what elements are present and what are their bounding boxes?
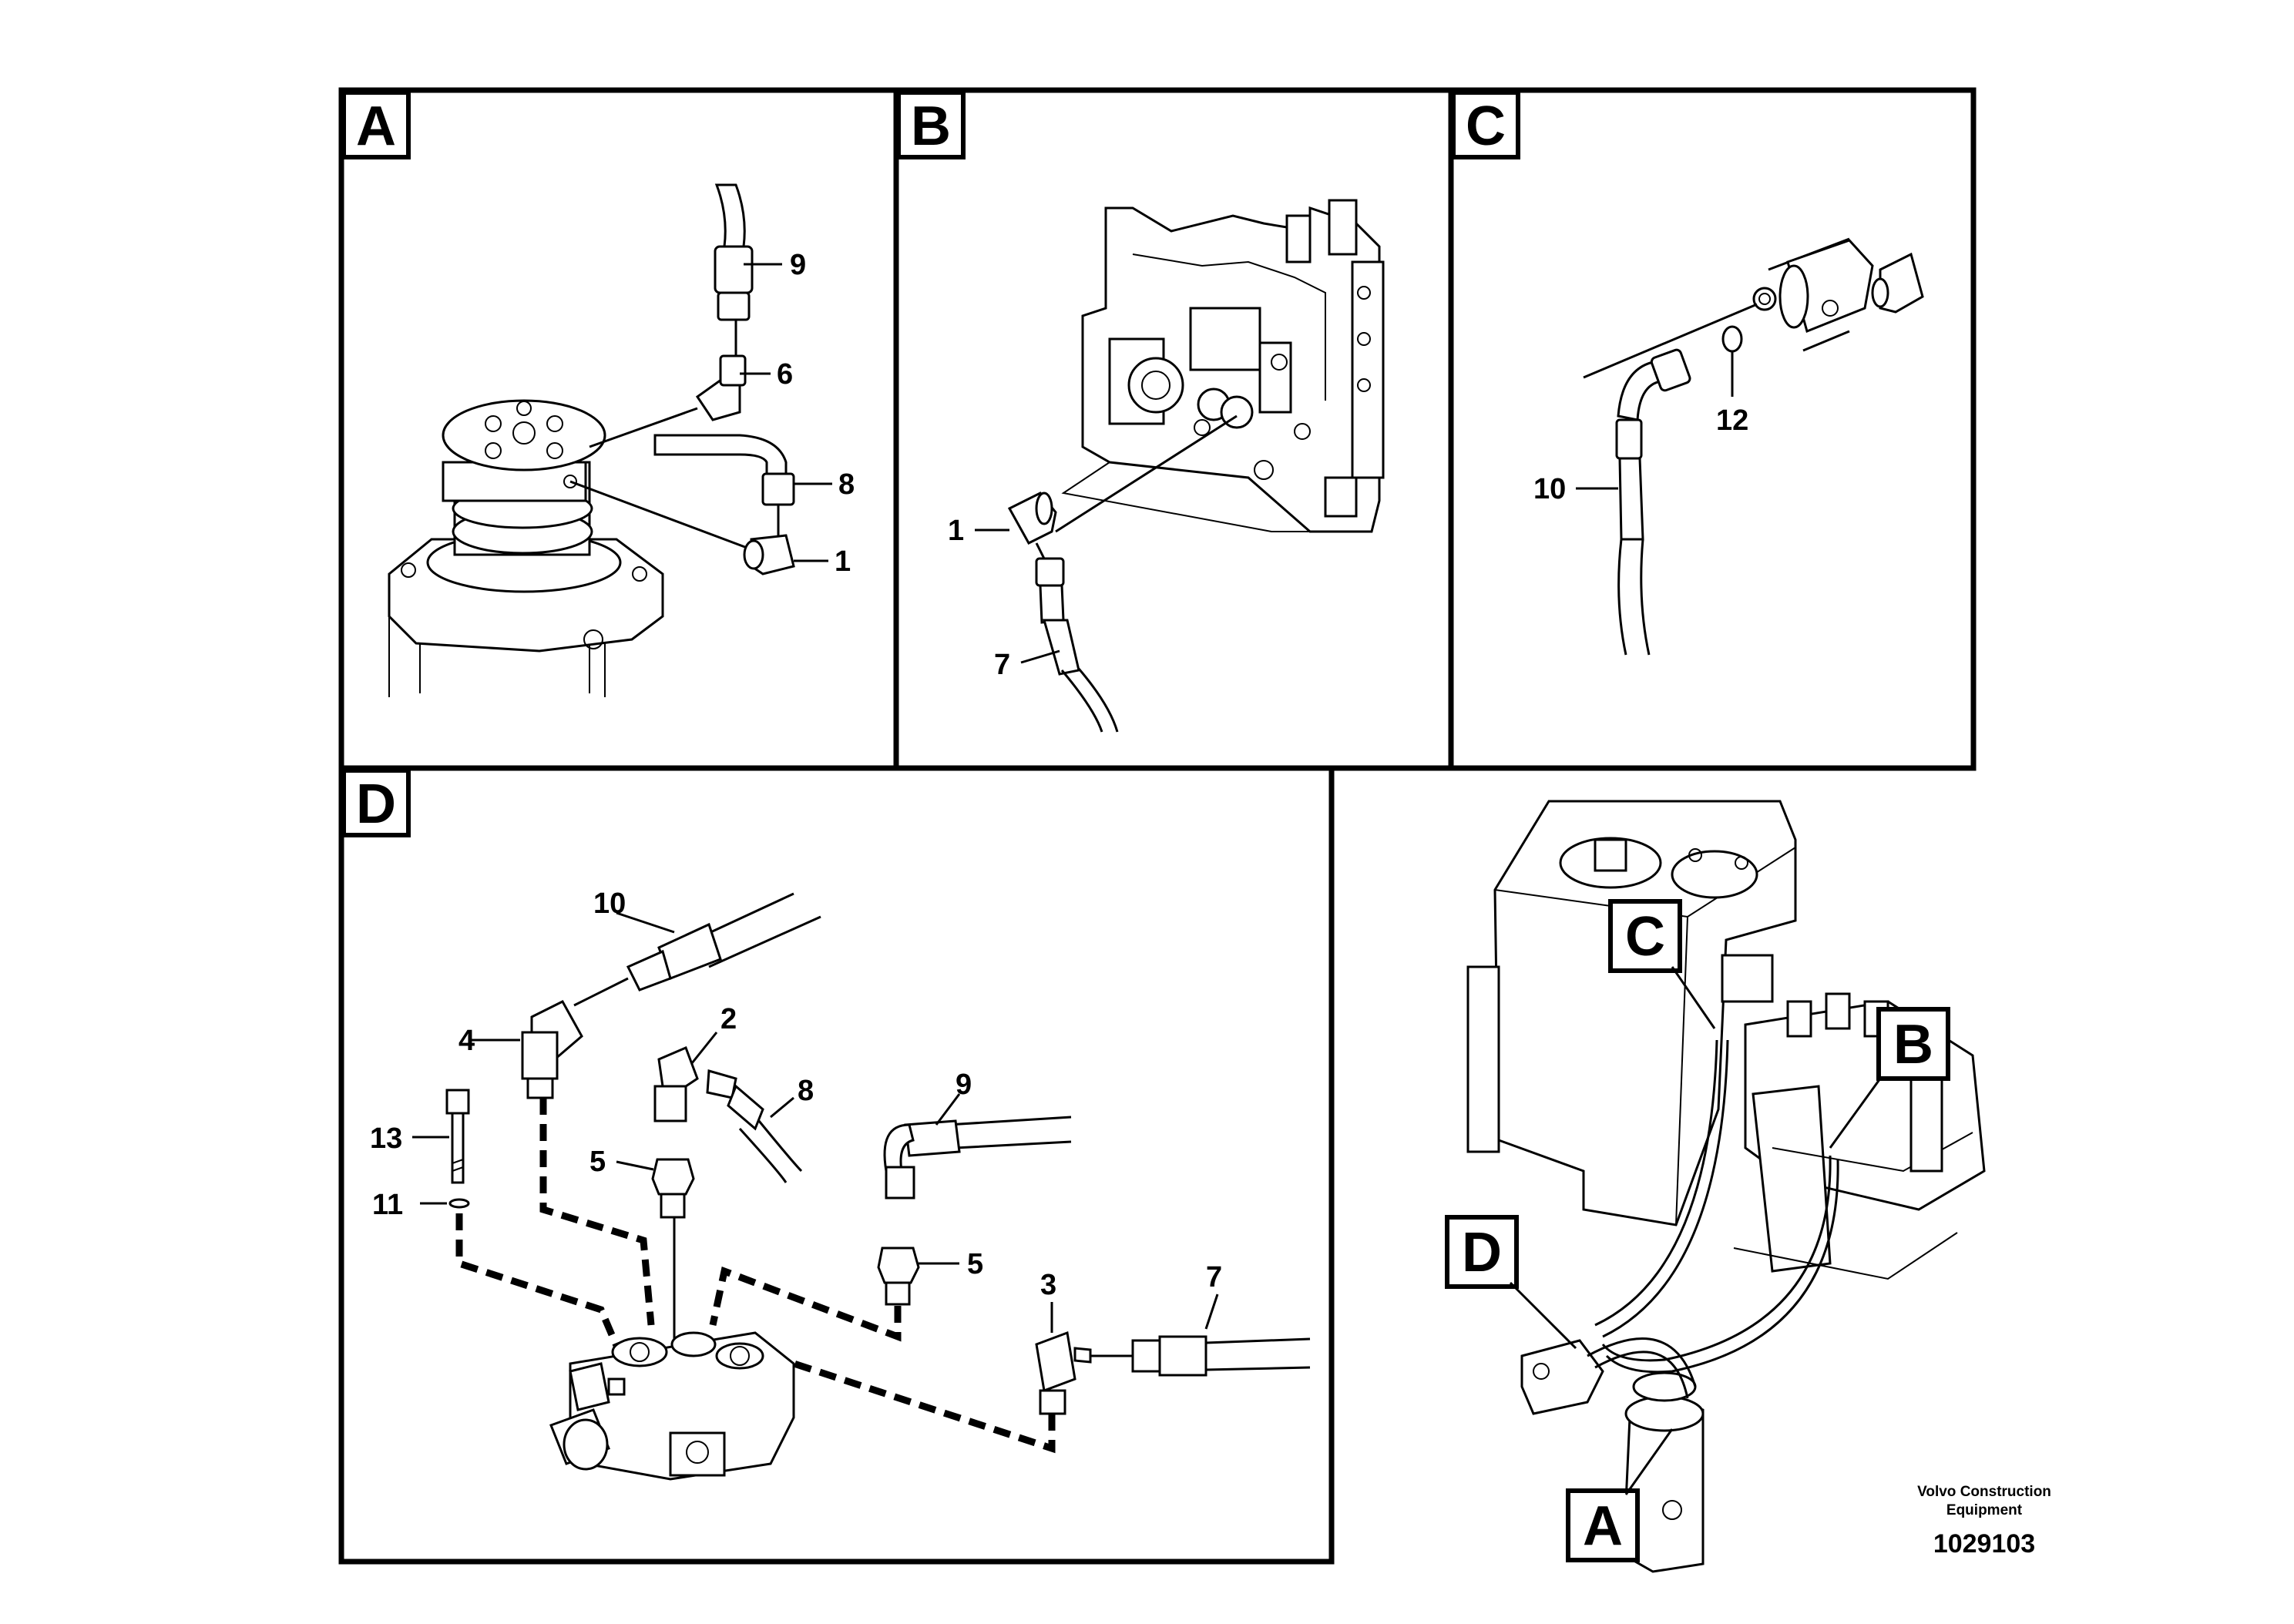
callout-d-11: 11 [372,1189,403,1221]
panel-a-drawing: 9 6 8 1 [388,183,855,697]
callout-d-5a: 5 [589,1146,606,1178]
callout-d-7: 7 [1206,1261,1222,1293]
figure-number: 1029103 [1933,1529,2035,1559]
panel-d-letter: D [356,773,396,835]
overview-marker-c: C [1625,906,1665,968]
company-name-line1: Volvo Construction [1917,1484,2051,1500]
company-name-line2: Equipment [1946,1502,2023,1518]
callout-d-13: 13 [370,1122,402,1155]
panel-a-tag: A [341,90,411,159]
callout-d-10: 10 [593,887,626,920]
callout-b-7: 7 [994,649,1010,681]
callout-d-5b: 5 [967,1248,983,1280]
footer-block: Volvo Construction Equipment 1029103 [1917,1484,2051,1559]
panel-d-tag: D [341,768,411,837]
overview-drawing: C B D A [1445,800,1986,1573]
callout-a-9: 9 [790,249,806,281]
panel-b-letter: B [911,96,951,157]
callout-d-8: 8 [798,1075,814,1107]
panel-b-tag: B [896,90,966,159]
callout-c-10: 10 [1533,473,1566,505]
panel-b-drawing: 1 7 [948,199,1385,733]
callout-d-3: 3 [1040,1269,1056,1301]
callout-d-4: 4 [458,1025,475,1057]
callout-c-12: 12 [1716,404,1748,437]
callout-a-1: 1 [835,545,851,578]
panel-d-frame [338,765,1335,1565]
callout-a-8: 8 [838,468,855,501]
panel-c-letter: C [1466,96,1506,157]
overview-marker-d: D [1462,1222,1502,1283]
overview-marker-a: A [1583,1495,1623,1557]
callout-d-9: 9 [956,1069,972,1101]
callout-a-6: 6 [777,358,793,391]
panel-a-letter: A [356,96,396,157]
overview-marker-b: B [1893,1014,1933,1075]
panel-c-drawing: 12 10 [1533,237,1924,656]
panel-frames [338,87,1977,1565]
callout-b-1: 1 [948,515,964,547]
callout-d-2: 2 [720,1003,737,1035]
panel-c-tag: C [1451,90,1520,159]
panel-d-drawing: 10 4 2 8 9 13 11 [370,887,1311,1481]
